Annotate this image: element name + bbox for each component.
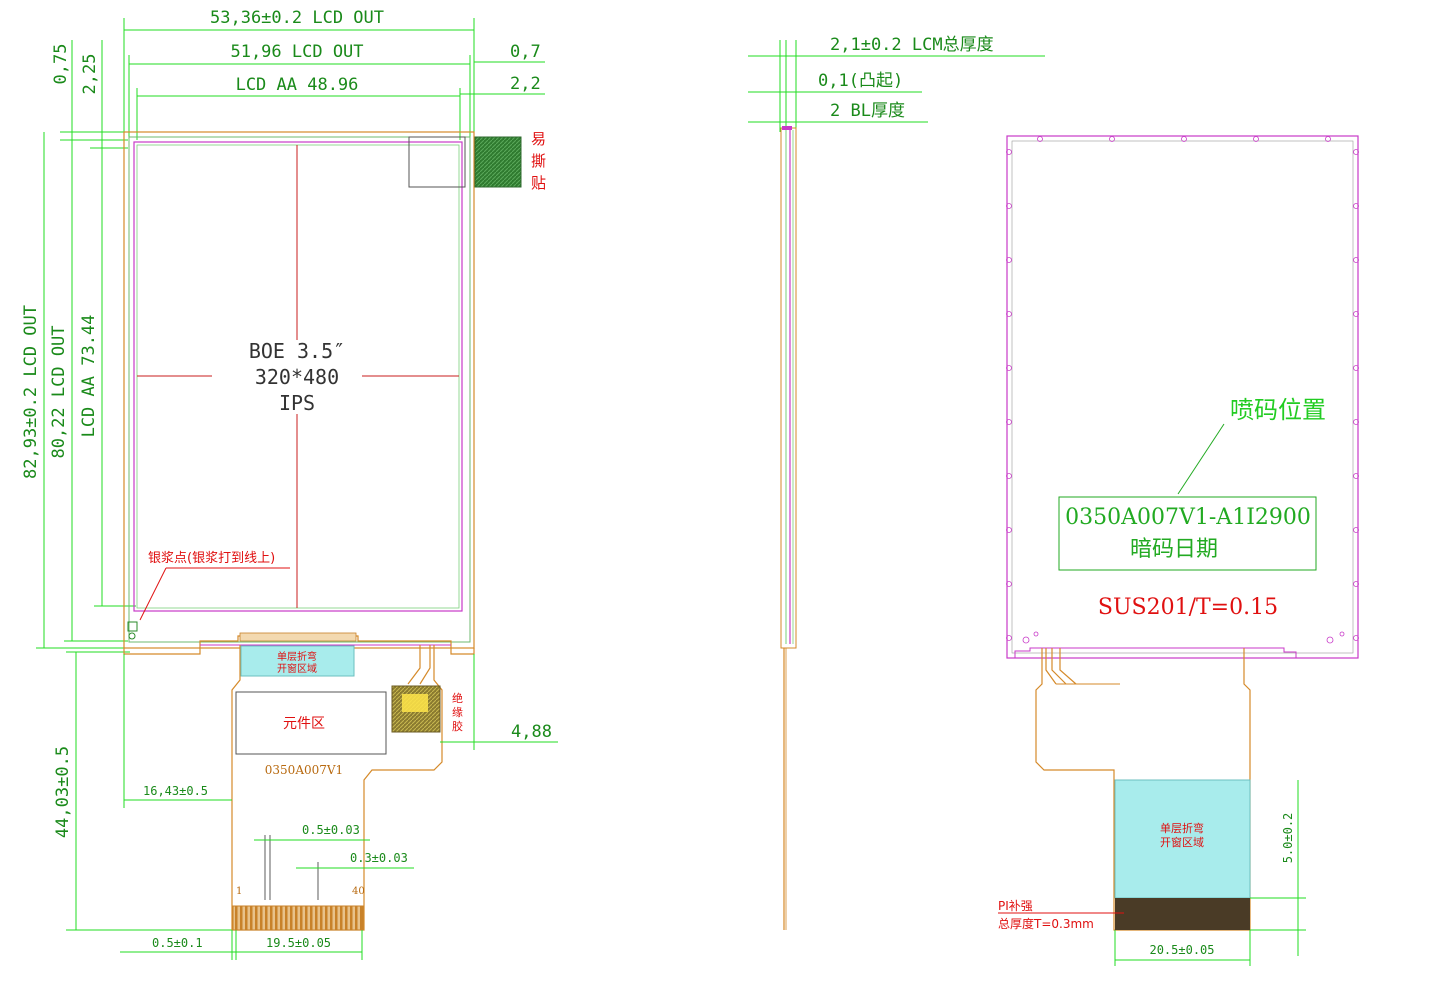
dim-width-aa: LCD AA 48.96: [236, 75, 359, 95]
material-label: SUS201/T=0.15: [1098, 595, 1278, 620]
tail-width: 20.5±0.05: [1149, 943, 1214, 957]
dim-pin-edge: 0.5±0.1: [152, 936, 203, 950]
dim-fpc-right: 4,88: [511, 722, 552, 742]
tear-tab-label-3: 贴: [531, 174, 546, 192]
code-position-label: 喷码位置: [1230, 396, 1326, 424]
bend-window-back-label-1: 单层折弯: [1160, 821, 1204, 835]
code-line-1: 0350A007V1-A1I2900: [1065, 505, 1311, 530]
panel-text-brand: BOE 3.5″: [249, 339, 345, 363]
dim-height-aa: LCD AA 73.44: [79, 315, 99, 438]
back-view: 喷码位置 0350A007V1-A1I2900 暗码日期 SUS201/T=0.…: [998, 135, 1359, 966]
tear-tab: [474, 136, 522, 188]
dim-width-outer: 53,36±0.2 LCD OUT: [210, 8, 384, 28]
bend-window-front-label-1: 单层折弯: [277, 650, 317, 663]
pin-last-label: 40: [352, 886, 365, 897]
dim-pin-width: 0.5±0.03: [302, 823, 360, 837]
component-area-label: 元件区: [283, 716, 325, 732]
pi-stiffener-label-1: PI补强: [998, 899, 1033, 913]
fpc-gold-fingers: [232, 905, 364, 931]
tear-tab-outline: [408, 136, 466, 188]
dim-offset-top-1: 0,75: [51, 44, 71, 85]
pi-stiffener-label-2: 总厚度T=0.3mm: [998, 916, 1094, 931]
insulation-label-1: 绝: [452, 691, 463, 705]
dim-height-outer: 82,93±0.2 LCD OUT: [21, 305, 41, 479]
insulation-label-3: 胶: [452, 719, 463, 733]
side-bump: 0,1(凸起): [818, 71, 903, 91]
side-view: 2,1±0.2 LCM总厚度 0,1(凸起) 2 BL厚度: [748, 35, 1045, 930]
back-plate: [1006, 135, 1359, 659]
tear-tab-label-1: 易: [531, 130, 546, 148]
bend-window-back-label-2: 开窗区域: [1160, 835, 1204, 849]
dim-height-lcd: 80,22 LCD OUT: [49, 325, 69, 458]
side-profile: [780, 127, 797, 649]
component-area: [235, 691, 387, 755]
fpc-outline: [231, 645, 443, 931]
tear-tab-label-2: 撕: [531, 152, 546, 170]
code-box: [1058, 496, 1317, 571]
front-view: 53,36±0.2 LCD OUT 51,96 LCD OUT LCD AA 4…: [21, 8, 558, 960]
lcd-glass: [128, 136, 471, 643]
insulation-label-2: 缘: [452, 706, 463, 719]
dim-pin-span: 19.5±0.05: [266, 936, 331, 950]
dim-offset-top-2: 2,25: [80, 54, 100, 95]
side-bl-thickness: 2 BL厚度: [830, 101, 905, 121]
fpc-part-number: 0350A007V1: [265, 763, 343, 777]
dim-fpc-length: 44,03±0.5: [53, 746, 73, 838]
dim-offset-right-2: 2,2: [510, 74, 541, 94]
dim-offset-right-1: 0,7: [510, 42, 541, 62]
lcd-active-area-border: [133, 141, 463, 612]
panel-text-resolution: 320*480: [255, 365, 339, 389]
dim-width-lcd: 51,96 LCD OUT: [230, 42, 363, 62]
bend-window-back: [1114, 779, 1251, 899]
silver-point-label: 银浆点(银浆打到线上): [148, 551, 275, 566]
code-line-2: 暗码日期: [1130, 537, 1218, 562]
side-thickness-total: 2,1±0.2 LCM总厚度: [830, 35, 994, 55]
dim-fpc-offset: 16,43±0.5: [143, 784, 208, 798]
tail-dim: 5.0±0.2: [1281, 813, 1295, 864]
pi-stiffener: [1115, 898, 1250, 930]
bend-window-front: [240, 645, 355, 677]
pin-first-label: 1: [236, 886, 242, 897]
dim-pin-gap: 0.3±0.03: [350, 851, 408, 865]
bend-window-front-label-2: 开窗区域: [277, 662, 317, 675]
panel-text-type: IPS: [279, 391, 315, 415]
back-fpc-outline: [1035, 648, 1251, 931]
